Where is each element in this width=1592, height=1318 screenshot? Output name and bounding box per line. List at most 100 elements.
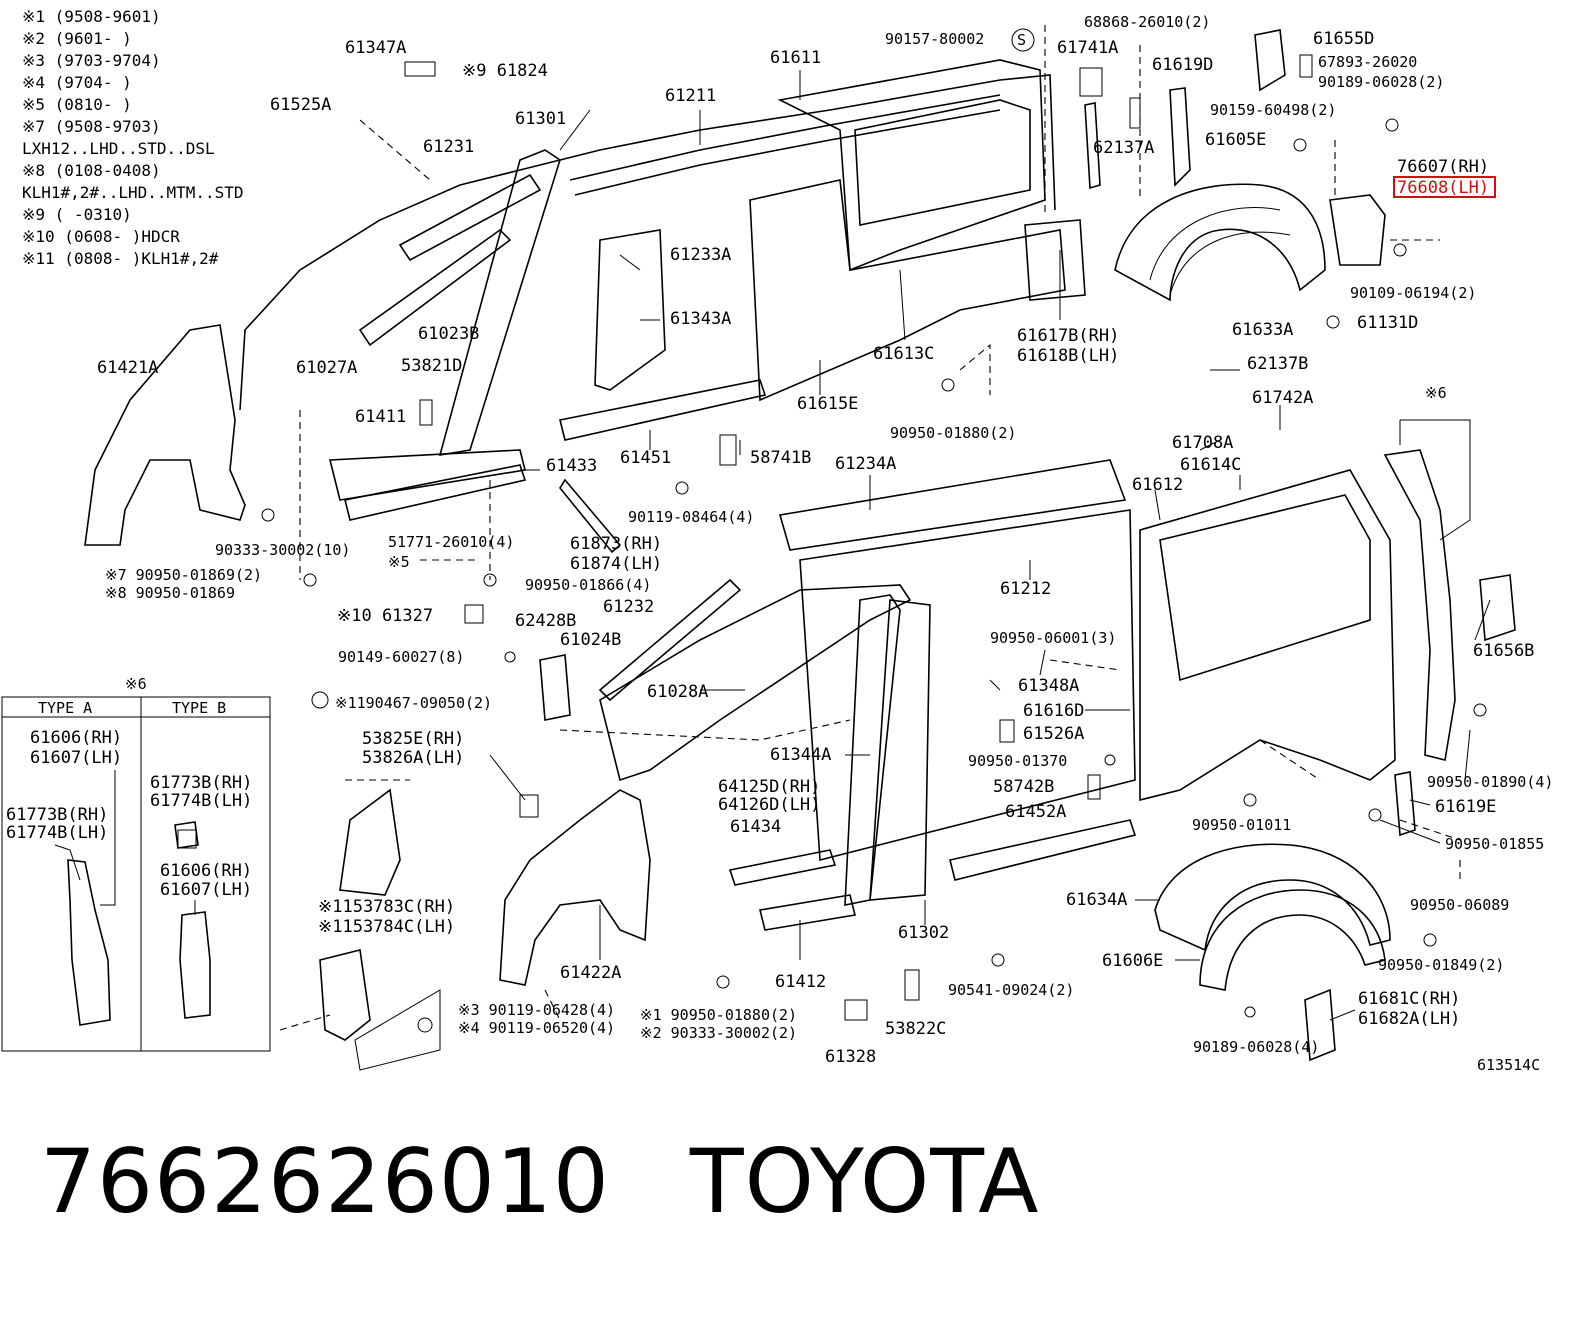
label-61131D: 61131D <box>1357 313 1418 333</box>
label-61525A: 61525A <box>270 95 331 115</box>
label-61348A: 61348A <box>1018 676 1079 696</box>
label-90950-01855: 90950-01855 <box>1445 835 1544 853</box>
label-61742A: 61742A <box>1252 388 1313 408</box>
label-76608-highlighted: 76608(LH) <box>1397 178 1489 198</box>
label-61433: 61433 <box>546 456 597 476</box>
label-90950-01849: 90950-01849(2) <box>1378 956 1504 974</box>
label-90950-01880-upper: 90950-01880(2) <box>890 424 1016 442</box>
label-note4-90119: ※4 90119-06520(4) <box>458 1019 615 1037</box>
label-61655D: 61655D <box>1313 29 1374 49</box>
part-quarter-window <box>1159 494 1371 682</box>
part-61302-pillar <box>869 599 931 901</box>
part-61619E-strip <box>1394 771 1416 837</box>
key-notes: ※1 (9508-9601) ※2 (9601- ) ※3 (9703-9704… <box>22 7 244 268</box>
fasteners <box>177 28 1487 1033</box>
label-61656B: 61656B <box>1473 641 1534 661</box>
label-note5: ※5 <box>388 553 410 571</box>
type-a-pillar-drawing <box>67 859 111 1026</box>
leader-lines <box>279 25 1461 1031</box>
part-window-opening <box>854 99 1031 226</box>
label-note1-90950: ※1 90950-01880(2) <box>640 1006 797 1024</box>
label-90950-01890: 90950-01890(4) <box>1427 773 1553 791</box>
footer-brand: TOYOTA <box>689 1130 1040 1233</box>
label-61605E: 61605E <box>1205 130 1266 150</box>
part-61656B-bracket <box>1479 574 1516 642</box>
key-note-10: ※10 (0608- )HDCR <box>22 227 180 246</box>
part-62428B-plate <box>539 654 571 721</box>
type-a-header: TYPE A <box>38 699 92 717</box>
type-a-61606: 61606(RH) <box>30 728 122 748</box>
label-61434: 61434 <box>730 817 781 837</box>
label-61023B: 61023B <box>418 324 479 344</box>
label-61422A: 61422A <box>560 963 621 983</box>
label-61634A: 61634A <box>1066 890 1127 910</box>
part-61612-quarter-panel <box>1139 469 1396 802</box>
label-90950-06089: 90950-06089 <box>1410 896 1509 914</box>
type-b-61774B: 61774B(LH) <box>150 791 252 811</box>
label-61232: 61232 <box>603 597 654 617</box>
label-53826A: 53826A(LH) <box>362 748 464 768</box>
type-box: ※6 TYPE A TYPE B 61606(RH) 61607(LH) 617… <box>1 675 271 1052</box>
label-58742B: 58742B <box>993 777 1054 797</box>
callout-labels: 61347A ※9 61824 61525A 61231 61301 61211… <box>97 13 1553 1074</box>
type-b-61607: 61607(LH) <box>160 880 252 900</box>
label-61611: 61611 <box>770 48 821 68</box>
label-61328: 61328 <box>825 1047 876 1067</box>
part-61681C-flap <box>1304 988 1336 1062</box>
part-61412-rocker <box>759 894 856 931</box>
label-62137B: 62137B <box>1247 354 1308 374</box>
label-61452A: 61452A <box>1005 802 1066 822</box>
label-90950-06001: 90950-06001(3) <box>990 629 1116 647</box>
part-61451-sill <box>559 379 767 441</box>
label-note2-90333: ※2 90333-30002(2) <box>640 1024 797 1042</box>
type-a-61607: 61607(LH) <box>30 748 122 768</box>
part-76607-mudguard <box>1329 194 1386 266</box>
label-67893: 67893-26020 <box>1318 53 1417 71</box>
part-61655D-bracket <box>1254 29 1286 92</box>
label-61741A: 61741A <box>1057 38 1118 58</box>
part-61327-bracket <box>319 949 371 1041</box>
label-62428B: 62428B <box>515 611 576 631</box>
key-note-4: ※4 (9704- ) <box>22 73 132 92</box>
label-64125D: 64125D(RH) <box>718 777 820 797</box>
label-61614C: 61614C <box>1180 455 1241 475</box>
label-90541: 90541-09024(2) <box>948 981 1074 999</box>
label-61612: 61612 <box>1132 475 1183 495</box>
label-61619E: 61619E <box>1435 797 1496 817</box>
label-90149: 90149-60027(8) <box>338 648 464 666</box>
label-90109: 90109-06194(2) <box>1350 284 1476 302</box>
label-61633A: 61633A <box>1232 320 1293 340</box>
label-61824: ※9 61824 <box>462 61 548 81</box>
key-note-3: ※3 (9703-9704) <box>22 51 161 70</box>
label-61211: 61211 <box>665 86 716 106</box>
label-53825E: 53825E(RH) <box>362 729 464 749</box>
label-90159: 90159-60498(2) <box>1210 101 1336 119</box>
label-90119-08464: 90119-08464(4) <box>628 508 754 526</box>
label-53783C: ※1153783C(RH) <box>318 897 455 917</box>
part-61231-rail <box>398 173 542 262</box>
label-61024B: 61024B <box>560 630 621 650</box>
label-90950-01370: 90950-01370 <box>968 752 1067 770</box>
label-90950-01866: 90950-01866(4) <box>525 576 651 594</box>
type-b-header: TYPE B <box>172 699 226 717</box>
key-note-11: ※11 (0808- )KLH1#,2# <box>22 249 219 268</box>
part-61422A-front-wheelhouse <box>499 789 651 986</box>
type-box-marker: ※6 <box>125 675 147 693</box>
part-61421A-wheelhouse <box>84 324 246 546</box>
part-62137A-strip <box>1084 102 1101 190</box>
part-61605E-liner <box>1149 207 1291 296</box>
label-61347A: 61347A <box>345 38 406 58</box>
label-leaders <box>489 70 1491 1021</box>
label-61451: 61451 <box>620 448 671 468</box>
label-61681C: 61681C(RH) <box>1358 989 1460 1009</box>
label-61708A: 61708A <box>1172 433 1233 453</box>
label-61606E: 61606E <box>1102 951 1163 971</box>
key-note-1: ※1 (9508-9601) <box>22 7 161 26</box>
part-61452A-sill <box>949 819 1137 881</box>
label-61234A: 61234A <box>835 454 896 474</box>
part-61633A-inner-wheelhouse <box>1114 183 1326 302</box>
key-note-2: ※2 (9601- ) <box>22 29 132 48</box>
part-61634A-wheelhouse-liner <box>1154 843 1391 952</box>
label-61617B: 61617B(RH) <box>1017 326 1119 346</box>
part-61619D-strip <box>1169 87 1191 187</box>
